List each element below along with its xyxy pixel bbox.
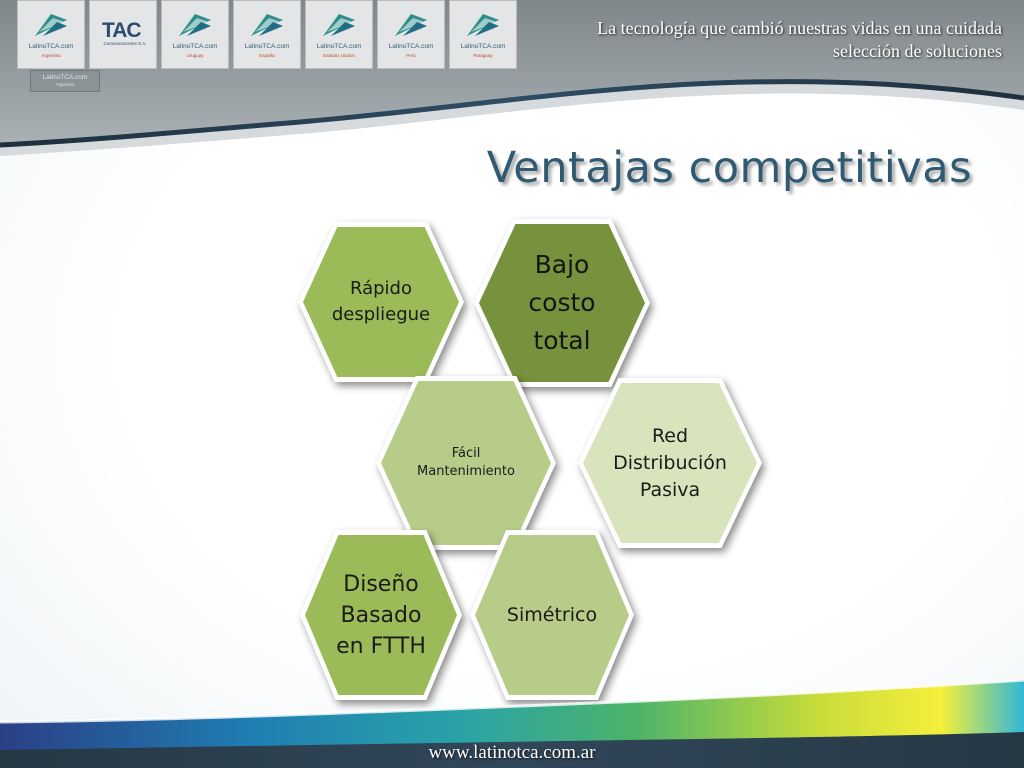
hexagon-simetrico: Simétrico: [470, 530, 634, 700]
partner-logo-latinotca-peru[interactable]: LatinoTCA.com Perú: [377, 0, 445, 69]
logo-sub: Paraguay: [473, 53, 493, 58]
hexagon-diseno-basado-ftth: Diseño Basado en FTTH: [300, 530, 462, 700]
hexagon-fill: [381, 381, 551, 545]
partner-logo-tac[interactable]: TAC Comunicaciones S.A.: [89, 0, 157, 69]
latinotca-logo-icon: [395, 14, 427, 36]
hexagon-label: Bajo costo total: [528, 250, 596, 355]
header-tagline: La tecnología que cambió nuestras vidas …: [597, 18, 1002, 61]
logo-brand: LatinoTCA.com: [28, 43, 74, 50]
partner-logo-latinotca-uruguay[interactable]: LatinoTCA.com Uruguay: [161, 0, 229, 69]
hexagon-fill: [583, 383, 757, 543]
logo-brand: LatinoTCA.com: [460, 43, 506, 50]
hexagon-label: Red Distribución Pasiva: [613, 424, 727, 501]
hexagon-rapido-despliegue: Rápido despliegue: [298, 222, 464, 382]
logo-brand: LatinoTCA.com: [42, 74, 88, 81]
latinotca-logo-icon: [35, 14, 67, 36]
logo-sub: Estados Unidos: [323, 53, 355, 58]
hexagon-fill: [303, 227, 459, 377]
hexagon-label: Fácil Mantenimiento: [417, 446, 515, 479]
hexagon-fill: [479, 224, 645, 382]
hexagon-label: Simétrico: [506, 604, 598, 626]
logo-sub: España: [259, 53, 275, 58]
logo-brand: LatinoTCA.com: [316, 43, 362, 50]
logo-brand: LatinoTCA.com: [244, 43, 290, 50]
latinotca-logo-icon: [251, 14, 283, 36]
slide-title: Ventajas competitivas: [486, 143, 972, 193]
logo-sub: Uruguay: [186, 53, 204, 58]
hexagon-label: Rápido despliegue: [331, 278, 431, 325]
footer-website-link[interactable]: www.latinotca.com.ar: [428, 742, 596, 763]
partner-logo-latinotca-usa[interactable]: LatinoTCA.com Estados Unidos: [305, 0, 373, 69]
logo-sub: Comunicaciones S.A.: [103, 41, 147, 46]
latinotca-logo-icon: [179, 14, 211, 36]
hexagon-bajo-costo-total: Bajo costo total: [474, 219, 650, 387]
logo-sub: Perú: [406, 53, 416, 58]
logo-brand: LatinoTCA.com: [172, 43, 218, 50]
logo-sub: Argentina: [41, 53, 61, 58]
hexagon-fill: [475, 535, 629, 695]
footer-band: [0, 680, 1024, 768]
partner-logo-latinotca-argentina[interactable]: LatinoTCA.com Argentina: [17, 0, 85, 69]
logo-brand: LatinoTCA.com: [388, 43, 434, 50]
tac-logo-text: TAC: [102, 19, 142, 42]
logo-sub: Argentina: [55, 82, 75, 87]
latinotca-logo-icon: [323, 14, 355, 36]
hexagon-red-distribucion-pasiva: Red Distribución Pasiva: [578, 378, 762, 548]
partner-logo-latinotca-secondary[interactable]: LatinoTCA.com Argentina: [30, 70, 100, 92]
latinotca-logo-icon: [467, 14, 499, 36]
partner-logo-latinotca-paraguay[interactable]: LatinoTCA.com Paraguay: [449, 0, 517, 69]
hexagon-facil-mantenimiento: Fácil Mantenimiento: [376, 376, 556, 550]
hexagon-fill: [305, 535, 457, 695]
partner-logo-latinotca-espana[interactable]: LatinoTCA.com España: [233, 0, 301, 69]
hexagon-label: Diseño Basado en FTTH: [336, 571, 426, 659]
